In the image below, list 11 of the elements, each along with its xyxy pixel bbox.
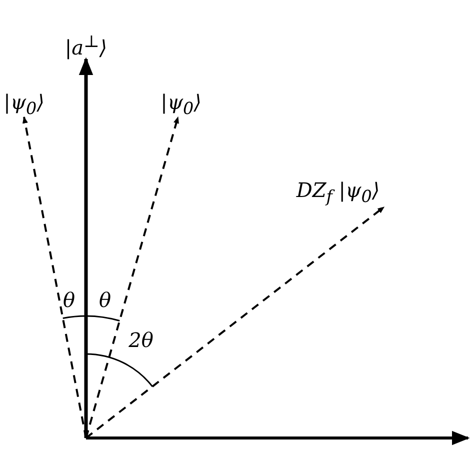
state-label: |a$^{⊥}$⟩ xyxy=(58,28,114,58)
angle-label: 2θ xyxy=(128,327,154,354)
state-label: |ψ$_{0}$⟩ xyxy=(156,88,206,116)
angle-label: θ xyxy=(98,287,112,314)
state-label: |ψ$_{0}$⟩ xyxy=(0,88,48,116)
vector-arrow xyxy=(85,116,179,438)
state-label: DZ$_{f}$ |ψ$_{0}$⟩ xyxy=(282,176,394,206)
angle-label: θ xyxy=(62,287,76,314)
vector-arrow xyxy=(22,116,87,438)
vector-arrow xyxy=(85,206,385,439)
vector-arrow xyxy=(78,57,94,438)
